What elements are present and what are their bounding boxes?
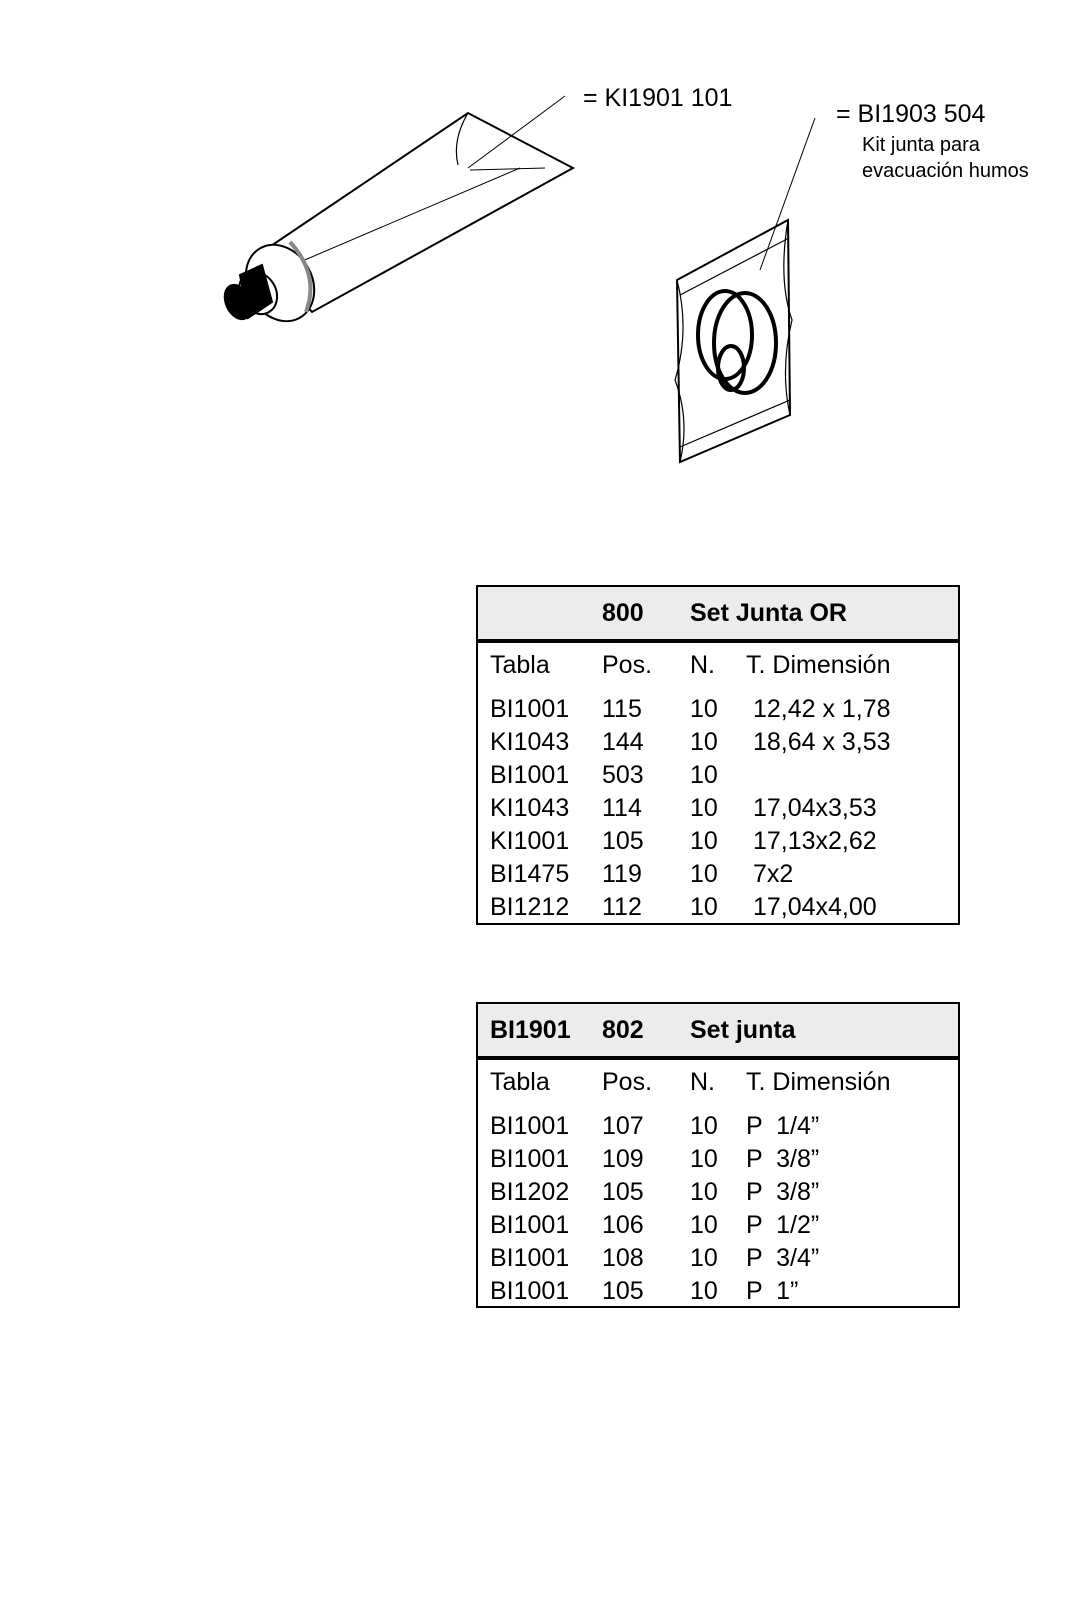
column-headers: Tabla Pos. N. T. Dimensión: [478, 651, 958, 681]
cell-n: 10: [690, 794, 718, 822]
cell-dimension: P 3/8”: [746, 1178, 820, 1206]
sealant-tube-illustration: [223, 95, 576, 323]
table-row: KI1043 144 10 18,64 x 3,53: [478, 728, 958, 761]
column-header-tabla: Tabla: [490, 651, 550, 679]
cell-n: 10: [690, 761, 718, 789]
table-row: BI1202 105 10 P 3/8”: [478, 1178, 958, 1211]
table-row: BI1212 112 10 17,04x4,00: [478, 893, 958, 926]
table-row: BI1001 115 10 12,42 x 1,78: [478, 695, 958, 728]
cell-n: 10: [690, 860, 718, 888]
cell-pos: 105: [602, 827, 644, 855]
cell-tabla: BI1475: [490, 860, 570, 888]
column-header-pos: Pos.: [602, 651, 653, 679]
cell-dimension: P 3/4”: [746, 1244, 820, 1272]
table-header-code: BI1901: [490, 1016, 571, 1044]
cell-tabla: BI1001: [490, 1112, 570, 1140]
column-header-tabla: Tabla: [490, 1068, 550, 1096]
column-header-dimension: T. Dimensión: [746, 651, 891, 679]
cell-n: 10: [690, 827, 718, 855]
cell-pos: 144: [602, 728, 644, 756]
bag-description-line1: Kit junta para: [862, 134, 980, 156]
cell-dimension: 17,04x4,00: [746, 893, 877, 921]
column-headers: Tabla Pos. N. T. Dimensión: [478, 1068, 958, 1098]
cell-n: 10: [690, 1211, 718, 1239]
cell-tabla: KI1001: [490, 827, 570, 855]
cell-n: 10: [690, 1277, 718, 1305]
table-header: BI1901 802 Set junta: [478, 1004, 958, 1060]
table-row: KI1001 105 10 17,13x2,62: [478, 827, 958, 860]
cell-pos: 107: [602, 1112, 644, 1140]
gasket-bag-illustration: [674, 117, 816, 464]
cell-pos: 112: [602, 893, 642, 921]
tube-part-code: = KI1901 101: [583, 84, 733, 112]
cell-n: 10: [690, 695, 718, 723]
cell-dimension: 12,42 x 1,78: [746, 695, 891, 723]
column-header-n: N.: [690, 651, 715, 679]
cell-dimension: 7x2: [746, 860, 794, 888]
cell-dimension: P 3/8”: [746, 1145, 820, 1173]
cell-tabla: BI1212: [490, 893, 570, 921]
cell-n: 10: [690, 1145, 718, 1173]
table-row: BI1001 109 10 P 3/8”: [478, 1145, 958, 1178]
bag-part-code: = BI1903 504: [836, 100, 986, 128]
cell-pos: 105: [602, 1277, 644, 1305]
table-row: BI1001 107 10 P 1/4”: [478, 1112, 958, 1145]
cell-tabla: BI1001: [490, 761, 570, 789]
cell-pos: 503: [602, 761, 644, 789]
table-row: BI1001 106 10 P 1/2”: [478, 1211, 958, 1244]
illustrations: [223, 95, 816, 464]
column-header-n: N.: [690, 1068, 715, 1096]
cell-tabla: BI1001: [490, 695, 570, 723]
table-row: KI1043 114 10 17,04x3,53: [478, 794, 958, 827]
cell-n: 10: [690, 1178, 718, 1206]
column-header-dimension: T. Dimensión: [746, 1068, 891, 1096]
table-header-title: Set junta: [690, 1016, 796, 1044]
cell-tabla: BI1001: [490, 1244, 570, 1272]
cell-pos: 115: [602, 695, 642, 723]
cell-tabla: BI1001: [490, 1211, 570, 1239]
cell-dimension: P 1”: [746, 1277, 799, 1305]
cell-tabla: BI1202: [490, 1178, 570, 1206]
cell-dimension: 17,04x3,53: [746, 794, 877, 822]
table-set-junta: BI1901 802 Set junta Tabla Pos. N. T. Di…: [476, 1002, 960, 1308]
table-set-junta-or: 800 Set Junta OR Tabla Pos. N. T. Dimens…: [476, 585, 960, 925]
cell-pos: 108: [602, 1244, 644, 1272]
cell-tabla: BI1001: [490, 1277, 570, 1305]
column-header-pos: Pos.: [602, 1068, 653, 1096]
cell-dimension: P 1/2”: [746, 1211, 820, 1239]
cell-pos: 106: [602, 1211, 644, 1239]
table-header-pos: 802: [602, 1016, 644, 1044]
table-row: BI1475 119 10 7x2: [478, 860, 958, 893]
table-row: BI1001 108 10 P 3/4”: [478, 1244, 958, 1277]
cell-tabla: KI1043: [490, 794, 570, 822]
cell-pos: 119: [602, 860, 642, 888]
cell-n: 10: [690, 728, 718, 756]
cell-tabla: KI1043: [490, 728, 570, 756]
cell-dimension: 17,13x2,62: [746, 827, 877, 855]
table-header-pos: 800: [602, 599, 644, 627]
table-header-title: Set Junta OR: [690, 599, 847, 627]
cell-tabla: BI1001: [490, 1145, 570, 1173]
bag-description-line2: evacuación humos: [862, 160, 1029, 182]
cell-n: 10: [690, 1112, 718, 1140]
cell-n: 10: [690, 893, 718, 921]
cell-pos: 105: [602, 1178, 644, 1206]
cell-pos: 109: [602, 1145, 644, 1173]
cell-pos: 114: [602, 794, 642, 822]
cell-n: 10: [690, 1244, 718, 1272]
table-row: BI1001 105 10 P 1”: [478, 1277, 958, 1310]
cell-dimension: 18,64 x 3,53: [746, 728, 891, 756]
table-row: BI1001 503 10: [478, 761, 958, 794]
table-header: 800 Set Junta OR: [478, 587, 958, 643]
cell-dimension: P 1/4”: [746, 1112, 820, 1140]
